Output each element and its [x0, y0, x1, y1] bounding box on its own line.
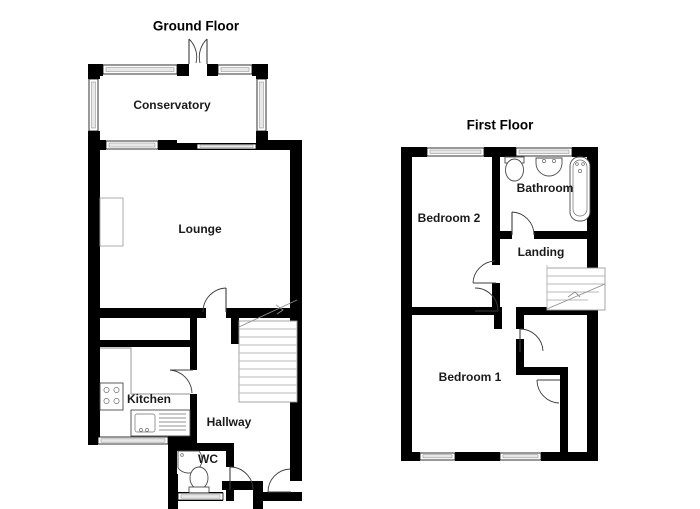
lounge-door[interactable]	[201, 287, 227, 318]
bedroom1-window-right	[499, 452, 542, 461]
room-label-bedroom-2: Bedroom 2	[418, 211, 481, 225]
room-label-bathroom: Bathroom	[517, 181, 574, 195]
kitchen-window	[97, 436, 169, 445]
wall-segment	[541, 452, 598, 461]
wall-segment	[226, 451, 234, 467]
wc-window	[177, 492, 224, 501]
staircase-down	[546, 265, 606, 311]
wall-segment	[231, 318, 239, 344]
wall-segment	[500, 231, 512, 239]
wall-segment	[176, 443, 234, 451]
conservatory-window-top-right	[217, 64, 253, 75]
stair-body	[546, 267, 606, 311]
wall-segment	[226, 308, 302, 318]
bathroom-door[interactable]	[511, 211, 535, 236]
wall-segment	[88, 436, 98, 445]
wall-segment	[290, 140, 302, 318]
bedroom2-door[interactable]	[472, 260, 496, 284]
bathroom-fixtures	[504, 156, 591, 222]
wall-segment	[222, 481, 257, 490]
wall-segment	[516, 367, 568, 375]
room-label-wc: WC	[198, 452, 218, 466]
cupboard-door[interactable]	[536, 379, 560, 404]
wall-segment	[516, 307, 524, 329]
hob-fixture	[99, 382, 124, 411]
conservatory-window-left	[88, 78, 99, 132]
wall-segment	[207, 64, 218, 76]
bedroom1-door[interactable]	[519, 328, 544, 352]
wall-segment	[88, 308, 100, 443]
wall-segment	[401, 147, 412, 461]
first-floor-title: First Floor	[467, 118, 534, 133]
bathroom-basin-fixture	[535, 157, 563, 177]
wall-segment	[401, 147, 427, 157]
conservatory-window-rear-left	[105, 140, 159, 150]
door-jamb	[201, 308, 206, 318]
bedroom2-window	[426, 147, 485, 157]
bathroom-toilet-fixture	[504, 156, 525, 182]
wall-segment	[455, 452, 500, 461]
room-label-kitchen: Kitchen	[127, 392, 171, 406]
wall-segment	[88, 340, 197, 347]
kitchen-door[interactable]	[169, 369, 193, 394]
wall-segment	[88, 64, 100, 79]
wc-structure	[168, 443, 254, 501]
wall-segment	[253, 492, 302, 501]
first-floor-group: First Floor Bedroom 2 Bathroom Landing B…	[401, 118, 606, 461]
wall-segment	[523, 307, 588, 315]
ground-floor-group: Ground Floor Conservatory Lounge Kitchen…	[88, 19, 302, 509]
conservatory-window-top-left	[102, 64, 178, 75]
wall-segment	[256, 140, 302, 150]
room-label-conservatory: Conservatory	[133, 98, 211, 112]
wall-segment	[256, 64, 268, 79]
wall-segment	[168, 443, 177, 493]
bedroom1-window-left	[419, 452, 456, 461]
room-label-lounge: Lounge	[178, 222, 222, 236]
wall-segment	[484, 147, 516, 157]
wall-segment	[168, 436, 197, 445]
room-label-bedroom-1: Bedroom 1	[439, 370, 502, 384]
worktop-outline	[100, 347, 190, 395]
staircase-up	[238, 299, 298, 403]
wall-segment	[190, 318, 197, 350]
wall-segment	[226, 481, 234, 501]
bathroom-window	[515, 147, 573, 157]
french-doors-conservatory[interactable]	[188, 38, 208, 64]
fireplace	[99, 197, 124, 247]
wall-segment	[516, 339, 524, 375]
wall-segment	[190, 347, 197, 370]
wc-door[interactable]	[229, 466, 254, 491]
room-label-landing: Landing	[518, 245, 565, 259]
kitchen-structure	[88, 308, 197, 445]
wall-segment	[534, 231, 588, 239]
wall-segment	[158, 140, 177, 150]
wall-segment	[88, 308, 201, 318]
wall-segment	[412, 307, 494, 315]
wall-segment	[492, 157, 500, 265]
wall-segment	[560, 375, 568, 455]
lounge-structure	[88, 140, 302, 318]
wc-toilet-fixture	[188, 466, 210, 494]
landing-door[interactable]	[474, 287, 499, 312]
first-floor-partitions	[412, 157, 588, 455]
conservatory-structure	[88, 38, 302, 150]
wall-segment	[190, 394, 197, 443]
wall-segment	[401, 452, 420, 461]
wall-segment	[494, 307, 502, 329]
sink-fixture	[130, 409, 191, 437]
room-label-hallway: Hallway	[207, 415, 252, 429]
ground-floor-title: Ground Floor	[153, 19, 240, 34]
front-door[interactable]	[267, 468, 291, 493]
conservatory-rear-opening	[196, 143, 257, 150]
bath-fixture	[569, 156, 591, 222]
wall-segment	[88, 140, 100, 318]
conservatory-window-right	[256, 78, 267, 132]
hallway-structure	[168, 299, 302, 509]
wall-segment	[492, 283, 500, 307]
wall-segment	[572, 147, 598, 157]
wall-segment	[177, 64, 189, 76]
